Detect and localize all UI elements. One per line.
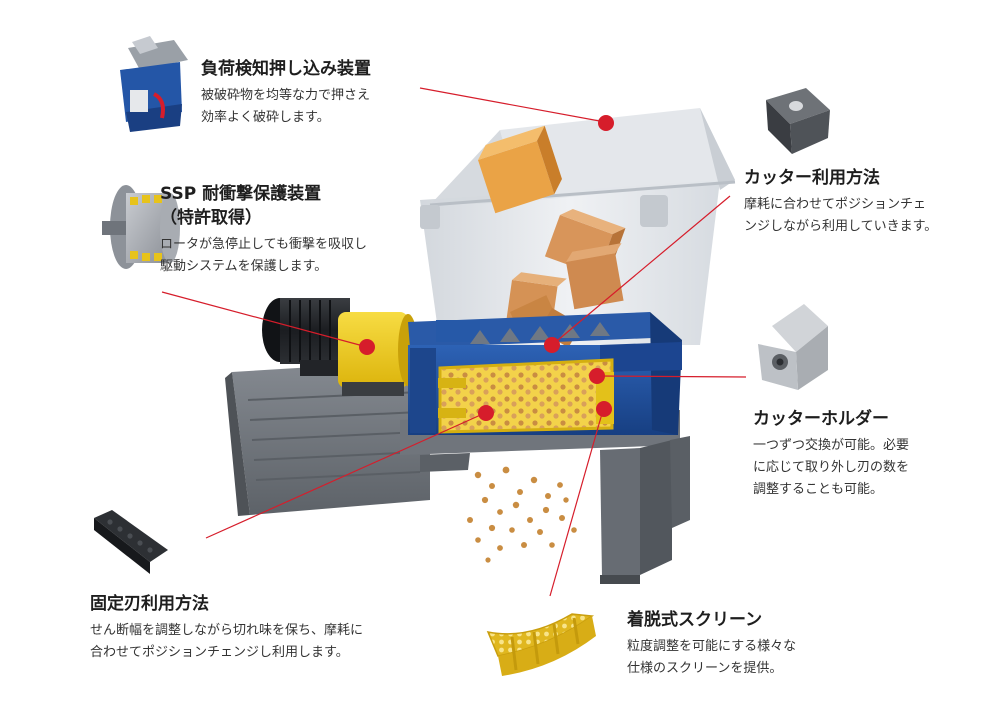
cutter-icon [766, 88, 830, 154]
callout-ssp-desc-line: ロータが急停止しても衝撃を吸収し [160, 237, 367, 252]
marker-holder [589, 368, 605, 384]
callout-holder-desc: 一つずつ交換が可能。必要 に応じて取り外し刃の数を 調整することも可能。 [753, 435, 909, 501]
callout-blade-title: 固定刃利用方法 [90, 594, 209, 614]
leader-cutter [551, 195, 731, 346]
callout-blade-desc-line: せん断幅を調整しながら切れ味を保ち、摩耗に [90, 623, 364, 638]
callout-ssp-desc: ロータが急停止しても衝撃を吸収し 駆動システムを保護します。 [160, 234, 367, 278]
markers [359, 115, 614, 421]
leader-blade [205, 412, 486, 539]
leader-screen [549, 409, 604, 597]
screen-icon [486, 613, 596, 676]
callout-pusher: 負荷検知押し込み装置 被破砕物を均等な力で押さえ 効率よく破砕します。 [201, 57, 371, 129]
marker-ssp [359, 339, 375, 355]
marker-cutter [544, 337, 560, 353]
leader-ssp [161, 291, 368, 348]
discharge-chips [467, 466, 577, 563]
callout-screen-desc-line: 粒度調整を可能にする様々な [627, 639, 797, 654]
callout-blade-desc-line: 合わせてポジションチェンジし利用します。 [90, 645, 349, 660]
callout-blade: 固定刃利用方法 せん断幅を調整しながら切れ味を保ち、摩耗に 合わせてポジションチ… [90, 592, 363, 664]
motor [262, 298, 350, 376]
marker-blade [478, 405, 494, 421]
callout-ssp: SSP 耐衝撃保護装置 （特許取得） ロータが急停止しても衝撃を吸収し 駆動シス… [160, 182, 367, 278]
callout-pusher-desc-line: 被破砕物を均等な力で押さえ [201, 88, 371, 103]
callout-screen-desc: 粒度調整を可能にする様々な 仕様のスクリーンを提供。 [627, 636, 796, 680]
callout-pusher-title: 負荷検知押し込み装置 [201, 59, 371, 79]
leader-holder [597, 375, 747, 378]
pusher-device-icon [120, 36, 188, 132]
leader-lines [161, 87, 747, 597]
callout-ssp-title-sub: （特許取得） [160, 208, 262, 228]
callout-holder-title: カッターホルダー [753, 409, 889, 429]
leader-pusher [419, 87, 606, 123]
coupling-housing [338, 312, 418, 396]
callout-cutter-desc-line: 摩耗に合わせてポジションチェ [744, 197, 927, 212]
cutter-holder-icon [758, 304, 828, 390]
callout-cutter: カッター利用方法 摩耗に合わせてポジションチェ ンジしながら利用していきます。 [744, 166, 937, 238]
cutting-chamber [408, 312, 682, 435]
callout-pusher-desc: 被破砕物を均等な力で押さえ 効率よく破砕します。 [201, 85, 371, 129]
fixed-blade-icon [94, 510, 168, 574]
callout-holder-desc-line: に応じて取り外し刃の数を [753, 460, 910, 475]
callout-screen-title: 着脱式スクリーン [627, 610, 763, 630]
callout-cutter-desc: 摩耗に合わせてポジションチェ ンジしながら利用していきます。 [744, 194, 937, 238]
callout-holder-desc-line: 一つずつ交換が可能。必要 [753, 438, 910, 453]
coupling-icon [102, 185, 180, 269]
callout-screen-desc-line: 仕様のスクリーンを提供。 [627, 661, 783, 676]
callout-holder-desc-line: 調整することも可能。 [753, 482, 884, 497]
marker-pusher [598, 115, 614, 131]
callout-pusher-desc-line: 効率よく破砕します。 [201, 110, 330, 125]
callout-ssp-title: SSP 耐衝撃保護装置 [160, 184, 322, 204]
shredder-machine [225, 108, 736, 584]
marker-screen [596, 401, 612, 417]
callout-blade-desc: せん断幅を調整しながら切れ味を保ち、摩耗に 合わせてポジションチェンジし利用しま… [90, 620, 363, 664]
callout-cutter-desc-line: ンジしながら利用していきます。 [744, 219, 938, 234]
callout-holder: カッターホルダー 一つずつ交換が可能。必要 に応じて取り外し刃の数を 調整するこ… [753, 407, 909, 501]
callout-cutter-title: カッター利用方法 [744, 168, 880, 188]
callout-screen: 着脱式スクリーン 粒度調整を可能にする様々な 仕様のスクリーンを提供。 [627, 608, 796, 680]
callout-ssp-desc-line: 駆動システムを保護します。 [160, 259, 328, 274]
